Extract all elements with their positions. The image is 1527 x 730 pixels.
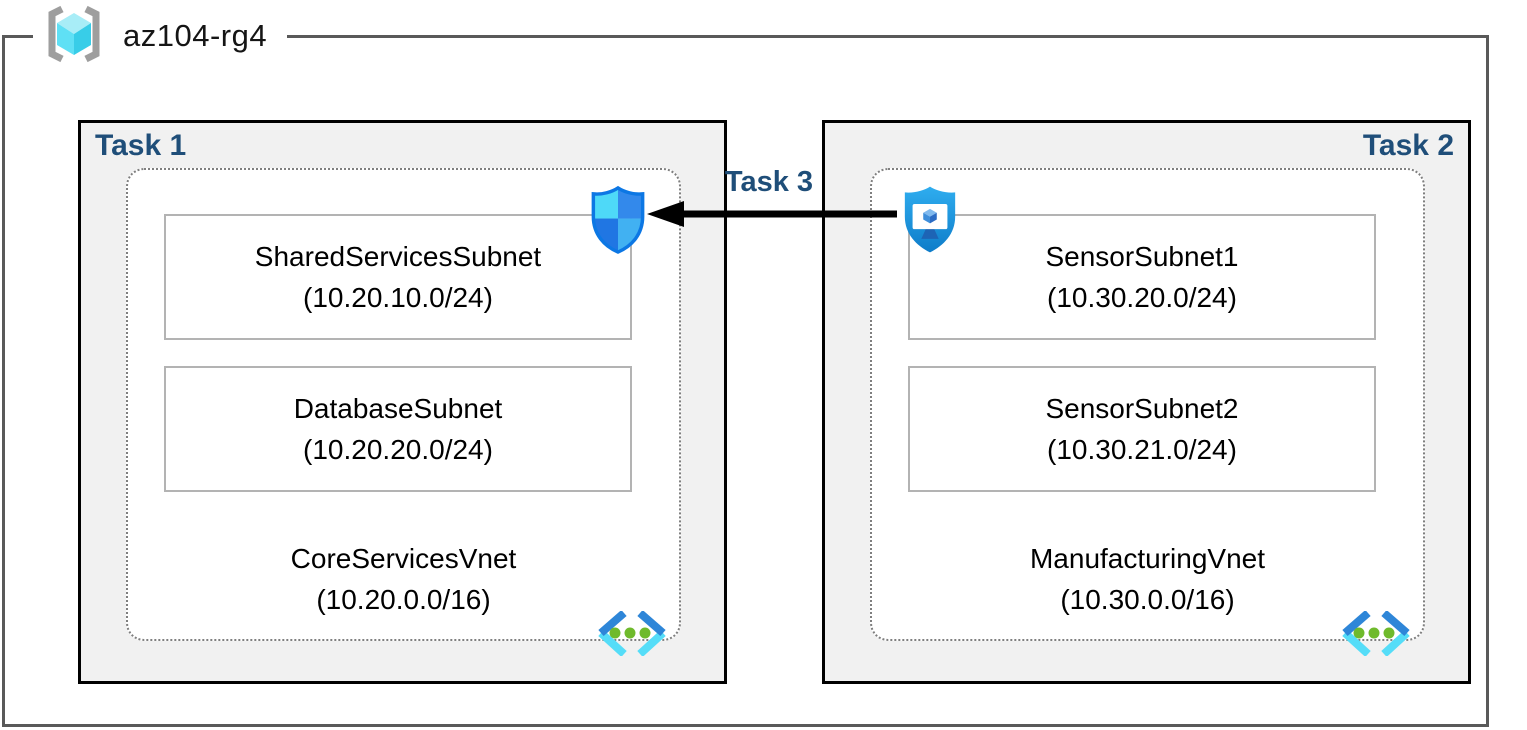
- resource-group-name: az104-rg4: [123, 18, 268, 53]
- resource-group-title: az104-rg4: [33, 5, 288, 68]
- core-services-vnet-label: CoreServicesVnet (10.20.0.0/16): [128, 538, 679, 620]
- resource-group-icon: [43, 5, 105, 68]
- manufacturing-vnet-label: ManufacturingVnet (10.30.0.0/16): [872, 538, 1423, 620]
- subnet-cidr: (10.20.20.0/24): [303, 434, 493, 465]
- vnet-name: ManufacturingVnet: [1029, 543, 1266, 574]
- vnet-cidr: (10.20.0.0/16): [316, 584, 491, 615]
- subnet-cidr: (10.20.10.0/24): [303, 282, 493, 313]
- task2-box: Task 2 SensorSubnet1 (10.30.20.0/24) Sen…: [822, 120, 1471, 684]
- task3-peering-arrow: [644, 197, 900, 231]
- resource-group-frame: az104-rg4: [2, 5, 1489, 727]
- subnet-name: SensorSubnet1: [1045, 241, 1239, 272]
- task2-label: Task 2: [1362, 129, 1454, 162]
- manufacturing-vnet-container: SensorSubnet1 (10.30.20.0/24) SensorSubn…: [870, 168, 1425, 657]
- task3-label: Task 3: [724, 166, 814, 198]
- virtual-network-icon: [1340, 609, 1412, 657]
- bastion-shield-icon: [900, 183, 960, 256]
- network-security-group-shield-icon: [589, 185, 647, 255]
- sensor-subnet2-box: SensorSubnet2 (10.30.21.0/24): [908, 366, 1376, 492]
- virtual-network-icon: [596, 609, 668, 657]
- subnet-cidr: (10.30.20.0/24): [1047, 282, 1237, 313]
- core-services-vnet-container: SharedServicesSubnet (10.20.10.0/24) Dat…: [126, 168, 681, 657]
- subnet-name: DatabaseSubnet: [293, 393, 503, 424]
- sensor-subnet1-box: SensorSubnet1 (10.30.20.0/24): [908, 214, 1376, 340]
- vnet-name: CoreServicesVnet: [290, 543, 517, 574]
- subnet-cidr: (10.30.21.0/24): [1047, 434, 1237, 465]
- left-arrow-icon: [647, 201, 897, 227]
- database-subnet-box: DatabaseSubnet (10.20.20.0/24): [164, 366, 632, 492]
- shared-services-subnet-box: SharedServicesSubnet (10.20.10.0/24): [164, 214, 632, 340]
- subnet-name: SensorSubnet2: [1045, 393, 1239, 424]
- task1-box: Task 1 SharedServicesSubnet (10.20.10.0/…: [78, 120, 727, 684]
- vnet-cidr: (10.30.0.0/16): [1060, 584, 1235, 615]
- subnet-name: SharedServicesSubnet: [254, 241, 542, 272]
- task1-label: Task 1: [95, 129, 187, 162]
